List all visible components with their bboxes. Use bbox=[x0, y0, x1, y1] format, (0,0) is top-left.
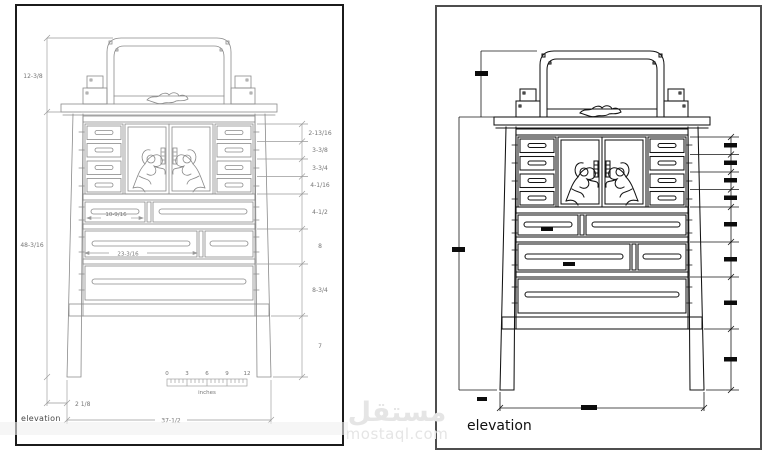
watermark-arabic-text: مستقل bbox=[347, 397, 447, 428]
dim-overall-width: 37-1/2 bbox=[161, 418, 181, 425]
right-drawing-svg bbox=[452, 50, 739, 412]
dim-right-8: 7 bbox=[318, 343, 322, 350]
dim-right-6: 8 bbox=[318, 243, 322, 250]
scale-tick-9: 9 bbox=[225, 371, 229, 377]
dim-leg-offset: 2 1/8 bbox=[75, 401, 91, 408]
cabinet-elevation-drawing-left bbox=[60, 37, 278, 378]
dim-inner-drawer: 10-9/16 bbox=[105, 212, 127, 218]
dim-right-5: 4-1/2 bbox=[312, 209, 328, 216]
right-panel-dim-text-blocks bbox=[452, 71, 737, 410]
left-drawing-panel: 12-3/8 48-3/16 2-13/16 3-3/8 3-3/4 4-1/1… bbox=[15, 4, 344, 446]
dim-case-height: 48-3/16 bbox=[20, 242, 43, 249]
dim-right-1: 2-13/16 bbox=[308, 130, 331, 137]
right-drawing-panel: elevation bbox=[435, 5, 762, 450]
dim-right-7: 8-3/4 bbox=[312, 287, 328, 294]
scale-tick-0: 0 bbox=[165, 371, 169, 377]
dim-right-4: 4-1/16 bbox=[310, 182, 330, 189]
scale-unit-label: inches bbox=[198, 390, 216, 396]
dim-right-2: 3-3/8 bbox=[312, 147, 328, 154]
watermark-domain-text: mostaql.com bbox=[345, 425, 449, 443]
left-drawing-svg: 12-3/8 48-3/16 2-13/16 3-3/8 3-3/4 4-1/1… bbox=[20, 34, 332, 425]
left-elevation-label: elevation bbox=[21, 414, 61, 423]
scale-tick-3: 3 bbox=[185, 371, 189, 377]
right-elevation-label: elevation bbox=[467, 418, 532, 434]
dim-mirror-height: 12-3/8 bbox=[23, 73, 43, 80]
dim-inner-wide-drawer: 23-3/16 bbox=[117, 252, 139, 258]
scale-tick-6: 6 bbox=[205, 371, 209, 377]
scan-artifact-band bbox=[0, 422, 348, 435]
scale-tick-12: 12 bbox=[244, 371, 251, 377]
cabinet-elevation-drawing-right bbox=[493, 50, 711, 391]
left-panel-dimension-lines bbox=[43, 34, 308, 424]
dim-right-3: 3-3/4 bbox=[312, 165, 328, 172]
mostaql-watermark: مستقل mostaql.com bbox=[331, 399, 463, 442]
